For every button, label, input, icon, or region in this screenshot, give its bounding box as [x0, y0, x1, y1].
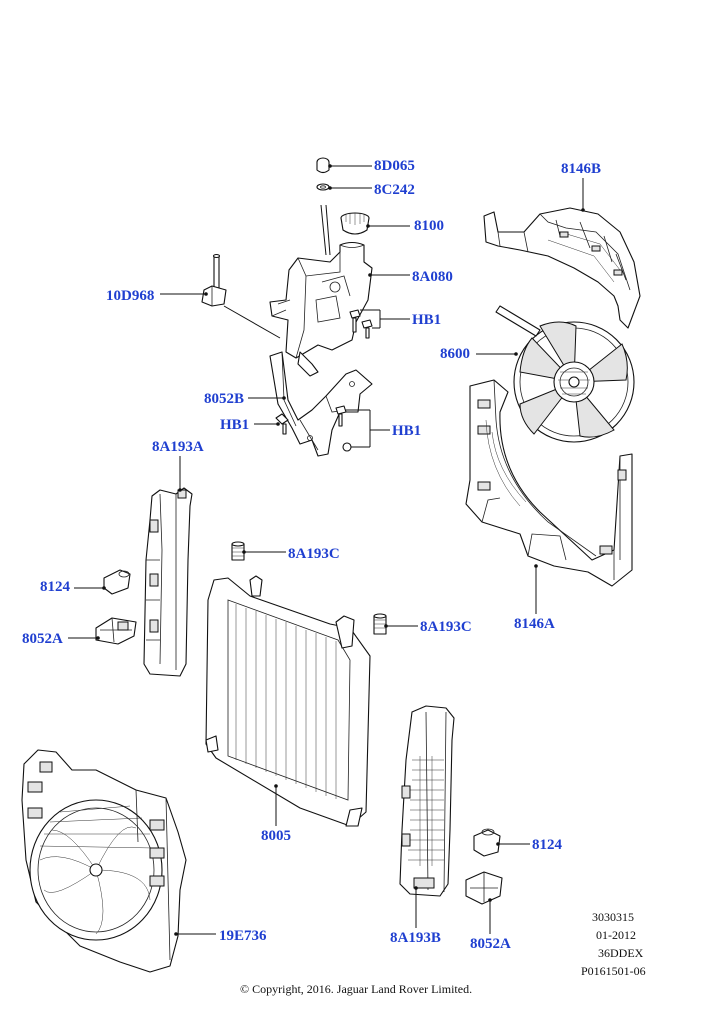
reference-number: 3030315 — [592, 910, 634, 924]
callout-8a193b[interactable]: 8A193B — [390, 930, 441, 946]
callout-8146a[interactable]: 8146A — [514, 616, 555, 632]
callout-8d065[interactable]: 8D065 — [374, 158, 415, 174]
right-side-bracket-part — [399, 705, 455, 897]
lower-shroud-part — [465, 379, 633, 587]
copyright-notice: © Copyright, 2016. Jaguar Land Rover Lim… — [240, 982, 473, 996]
cooling-fan-part — [495, 305, 635, 443]
reference-code: 36DDEX — [598, 946, 644, 960]
filler-cap-part — [340, 212, 370, 235]
rubber-mount-left-part — [103, 569, 131, 595]
bolt-hb1-upper-part — [349, 309, 373, 339]
level-sensor-part — [201, 253, 227, 307]
callout-hb1-upper[interactable]: HB1 — [412, 312, 442, 328]
bolt-hb1-lower-part — [275, 405, 352, 452]
callout-8a193a[interactable]: 8A193A — [152, 439, 204, 455]
leader-lines — [68, 164, 585, 936]
callout-19e736[interactable]: 19E736 — [219, 928, 267, 944]
callout-10d968[interactable]: 10D968 — [106, 288, 155, 304]
callout-hb1-left[interactable]: HB1 — [220, 417, 250, 433]
callout-8005[interactable]: 8005 — [261, 828, 291, 844]
tank-bracket-part — [269, 351, 373, 457]
callout-8124-left[interactable]: 8124 — [40, 579, 70, 595]
callout-8a080[interactable]: 8A080 — [412, 269, 453, 285]
tank-cap-part — [316, 157, 330, 191]
callout-8052b[interactable]: 8052B — [204, 391, 245, 407]
upper-isolator-left-part — [231, 541, 245, 561]
callout-8600[interactable]: 8600 — [440, 346, 470, 362]
expansion-tank-part — [269, 241, 373, 377]
callout-8a193c-upper[interactable]: 8A193C — [288, 546, 340, 562]
radiator-part — [205, 575, 371, 827]
callout-8100[interactable]: 8100 — [414, 218, 444, 234]
callout-hb1-right[interactable]: HB1 — [392, 423, 422, 439]
reference-date: 01-2012 — [596, 928, 636, 942]
left-side-bracket-part — [143, 487, 193, 677]
callout-8124-right[interactable]: 8124 — [532, 837, 562, 853]
callout-8146b[interactable]: 8146B — [561, 161, 602, 177]
upper-shroud-part — [483, 207, 641, 329]
callout-8052a-right[interactable]: 8052A — [470, 936, 511, 952]
upper-isolator-right-part — [373, 613, 387, 635]
rubber-mount-right-part — [473, 828, 501, 857]
callout-8c242[interactable]: 8C242 — [374, 182, 415, 198]
callout-8a193c-lower[interactable]: 8A193C — [420, 619, 472, 635]
mount-bracket-right-part — [465, 871, 503, 905]
mount-bracket-left-part — [95, 617, 137, 645]
fan-shroud-assembly-part — [21, 749, 187, 973]
reference-illustration-id: P0161501-06 — [581, 964, 646, 978]
callout-8052a-left[interactable]: 8052A — [22, 631, 63, 647]
